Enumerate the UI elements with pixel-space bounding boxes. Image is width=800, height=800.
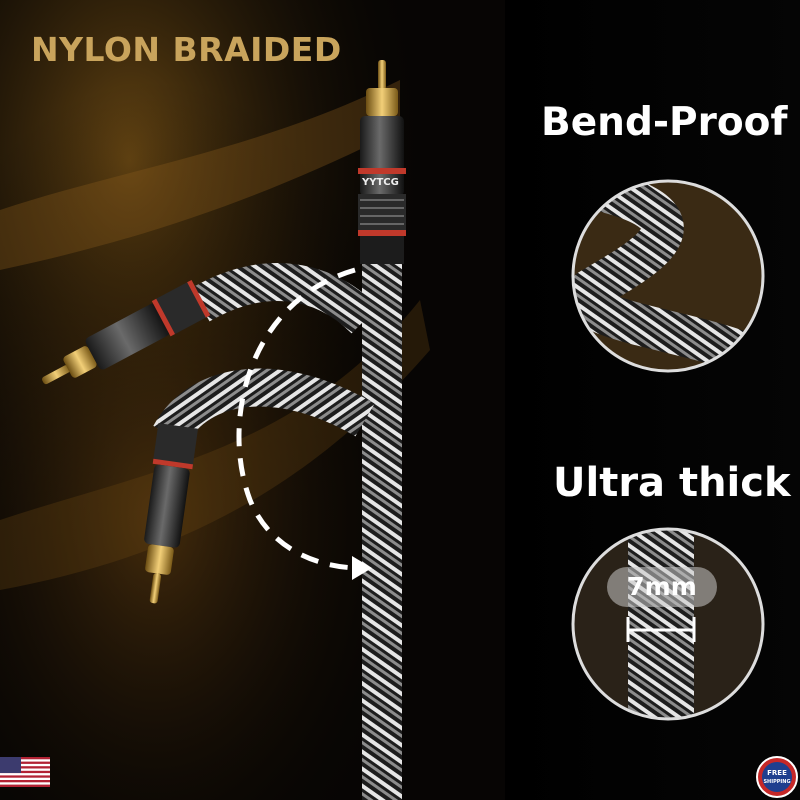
ultra-thick-detail: [571, 527, 765, 721]
bent-cable-upper: [190, 263, 379, 334]
braided-cable: [362, 260, 402, 800]
thickness-marker: [626, 617, 696, 642]
rca-connector-upper: [42, 279, 211, 385]
arrow-head-icon: [352, 556, 372, 580]
free-shipping-badge: FREE SHIPPING: [756, 756, 798, 798]
us-flag-icon: [0, 757, 50, 787]
feature-title-ultra-thick: Ultra thick: [553, 460, 791, 506]
bent-cable-lower: [153, 368, 375, 446]
bend-proof-detail: [571, 179, 765, 373]
bend-arrow: [236, 267, 361, 571]
rca-connector-main: [358, 60, 406, 264]
svg-text:SHIPPING: SHIPPING: [763, 779, 790, 785]
feature-title-bend-proof: Bend-Proof: [541, 100, 788, 145]
svg-text:FREE: FREE: [767, 769, 787, 777]
rca-connector-lower: [144, 423, 199, 604]
thickness-badge: 7mm: [607, 567, 717, 607]
brand-mark: YYTCG: [361, 177, 399, 188]
headline: NYLON BRAIDED: [31, 30, 342, 69]
